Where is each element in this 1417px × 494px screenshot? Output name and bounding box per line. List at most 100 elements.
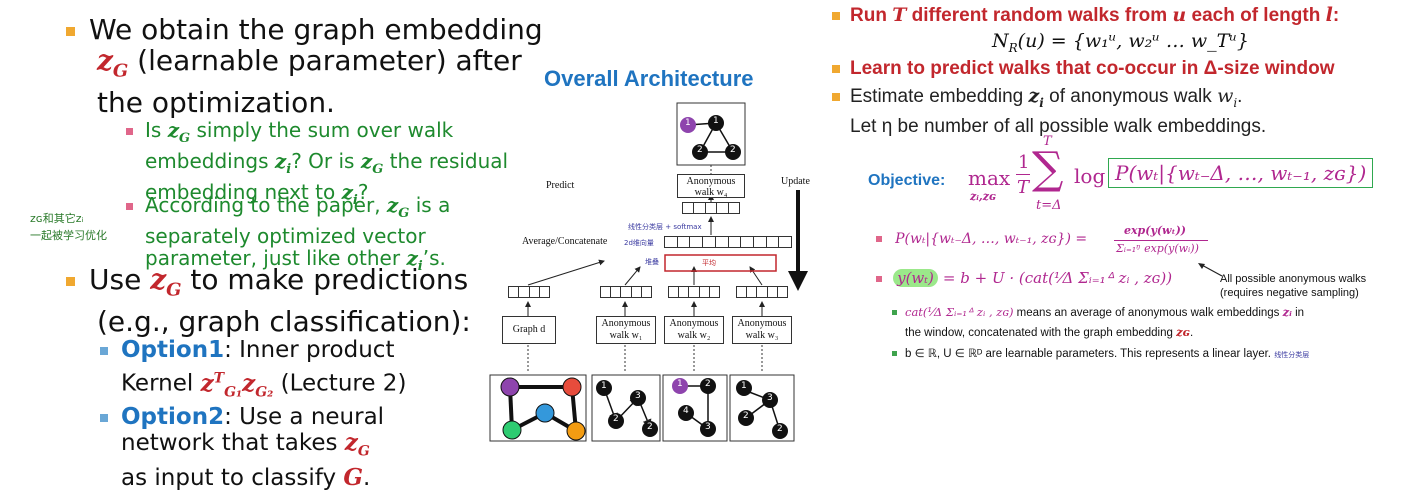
r-l1-d: : [1332,5,1340,26]
output-vector [682,202,740,214]
kernel-symbol: zTG₁zG₂ [200,369,274,401]
s1-c: embeddings [145,149,275,173]
r-l1-a: Run [850,5,893,26]
frac-bar [1016,174,1030,175]
p-den: Σᵢ₌₁ᵑ exp(y(wᵢ)) [1116,242,1199,255]
bullet-square-icon [66,276,75,286]
bullet-1: We obtain the graph embedding zG (learna… [66,14,546,118]
bu-a: b ∈ ℝ, U ∈ ℝᴰ are learnable parameters. … [905,348,1272,360]
anon-label: Anonymous [686,176,736,187]
o1-line2a: Kernel [121,370,201,397]
node-label: 1 [685,118,691,128]
objective-label: Objective: [868,172,946,189]
option-2: Option2: Use a neural network that takes… [100,405,520,491]
node-label: 2 [613,414,619,424]
predict-label: Predict [546,180,575,191]
right-bullet-1: Run T different random walks from u each… [832,4,1412,55]
b2-c: (e.g., graph classification): [97,304,471,338]
graph-d-label: Graph d [512,324,546,335]
s1-d: ? Or is [291,149,361,173]
node-label: 2 [647,422,653,432]
obj-max-sub: zᵢ,zɢ [970,190,996,203]
node-label: 3 [705,422,711,432]
r-l1-c: each of length [1186,5,1326,26]
s1-a: Is [145,118,168,142]
node-label: 1 [713,116,719,126]
note-arrow [1198,263,1223,277]
node-label: 4 [683,406,689,416]
node-label: 2 [777,424,783,434]
obj-sum-top: T [1043,134,1052,149]
bullet-square-icon [876,235,882,242]
w1-vector [600,286,652,298]
r-l3-c: . [1237,86,1243,107]
r-l1-l: l [1325,4,1333,26]
walk-label: walk w₁ [609,330,643,341]
hand-avg-note: 平均 [702,259,716,267]
hand-dim-note: 2d维向量 [624,239,654,247]
r-l3-zs: i [1039,95,1044,110]
r-l1-u: u [1172,4,1187,26]
node-label: 3 [767,393,773,403]
avg-concat-label: Average/Concatenate [522,236,608,247]
bullet-square-icon [126,128,133,135]
zg-symbol: zG [344,429,370,460]
bullet-square-icon [126,203,133,210]
r-l3-ws: i [1233,95,1238,110]
obj-sum-bot: t=Δ [1036,198,1062,213]
b1-line2: (learnable parameter) after [128,44,522,77]
option1-label: Option1 [121,337,225,363]
node-label: 1 [741,381,747,391]
o2-line2: network that takes [121,430,345,456]
hand-note-1: zɢ和其它zᵢ [30,212,84,225]
zi-symbol: zi [274,149,292,177]
zi-symbol: zi [406,246,423,274]
right-bullet-2: Learn to predict walks that co-occur in … [832,58,1412,80]
obj-frac-d: T [1017,177,1030,198]
r-l1-b: different random walks from [906,5,1173,26]
o1-line2b: (Lecture 2) [273,370,407,397]
zg-symbol: zG [97,44,128,82]
zi-symbol: zi [341,180,358,208]
s1-e: the residual [383,149,509,173]
bullet-square-icon [832,92,840,101]
r-l4: Let η be number of all possible walk emb… [850,115,1267,137]
graph-node [502,420,522,440]
walk-label: walk w₄ [694,187,728,198]
anon-label: Anonymous [737,318,787,329]
graph-d-vector [508,286,550,298]
zg-symbol: zG [167,118,191,146]
zg-symbol: zG [360,149,384,177]
bullet-square-icon [100,413,108,422]
s1-b: simply the sum over walk [190,118,454,142]
option2-label: Option2 [121,404,225,430]
s2-a: According to the paper, [145,193,387,217]
anon-walk-w4-box: Anonymous walk w₄ [677,174,745,198]
cat-b: means an average of anonymous walk embed… [1013,307,1283,319]
s1-g: ? [357,180,369,204]
node-label: 1 [677,379,683,389]
cat-f: zɢ [1176,325,1190,339]
bullet-square-icon [832,64,840,73]
o2-line3c: . [363,464,371,491]
sub-bullet-2: According to the paper, zG is a separate… [126,194,526,278]
p-lhs: P(wₜ|{wₜ₋Δ, …, wₜ₋₁, zɢ}) = [895,231,1088,247]
z-sub: G [112,60,129,82]
s1-f: embedding next to [145,180,342,204]
bullet-square-icon [892,310,897,316]
o2-line3a: as input to classify [121,464,344,491]
bullet-square-icon [876,275,882,282]
graph-node [500,377,520,397]
node-label: 2 [697,145,703,155]
walk-label: walk w₂ [677,330,711,341]
r-l3-b: of anonymous walk [1043,86,1218,107]
cat-d: in [1291,307,1305,319]
option-1: Option1: Inner product Kernel zTG₁zG₂ (L… [100,338,520,405]
sum-sign: ∑ [1032,143,1064,194]
note-a: All possible anonymous walks [1220,273,1367,285]
s2-d: parameter, just like other [145,246,407,270]
w2-vector [668,286,720,298]
s2-c: separately optimized vector [145,224,426,248]
b1-line3: the optimization. [97,85,335,119]
